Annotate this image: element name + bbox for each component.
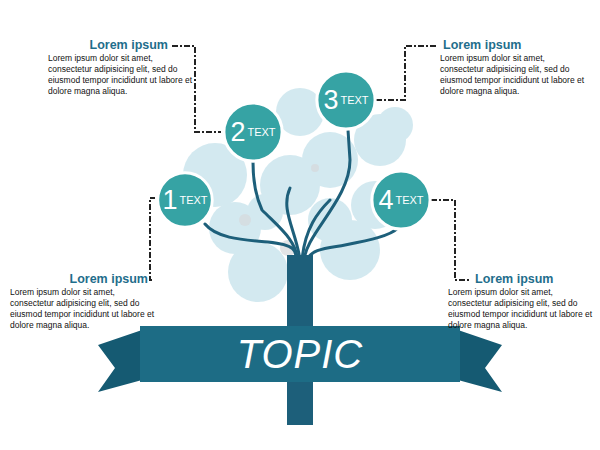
circle-number: 2 [230,117,245,148]
callout-body: Lorem ipsum dolor sit amet, consectetur … [440,53,588,97]
circle-text: TEXT [179,194,207,206]
numbered-circle: 4TEXT [370,169,432,231]
numbered-circle: 3TEXT [315,69,377,131]
callout-heading: Lorem ipsum [443,38,522,52]
callout-body: Lorem ipsum dolor sit amet, consectetur … [448,287,596,331]
banner-title: TOPIC [237,332,364,377]
numbered-circle: 2TEXT [222,101,284,163]
circle-text: TEXT [340,94,368,106]
circle-text: TEXT [395,194,423,206]
circle-number: 3 [323,85,338,116]
topic-banner: TOPIC [140,326,460,382]
callout-body: Lorem ipsum dolor sit amet, consectetur … [10,287,158,331]
callout-body: Lorem ipsum dolor sit amet, consectetur … [48,53,196,97]
callout-heading: Lorem ipsum [70,272,149,286]
circle-number: 1 [162,185,177,216]
callout-heading: Lorem ipsum [475,272,554,286]
circle-text: TEXT [247,126,275,138]
numbered-circle: 1TEXT [156,171,214,229]
circle-number: 4 [378,185,393,216]
callout-heading: Lorem ipsum [90,38,169,52]
